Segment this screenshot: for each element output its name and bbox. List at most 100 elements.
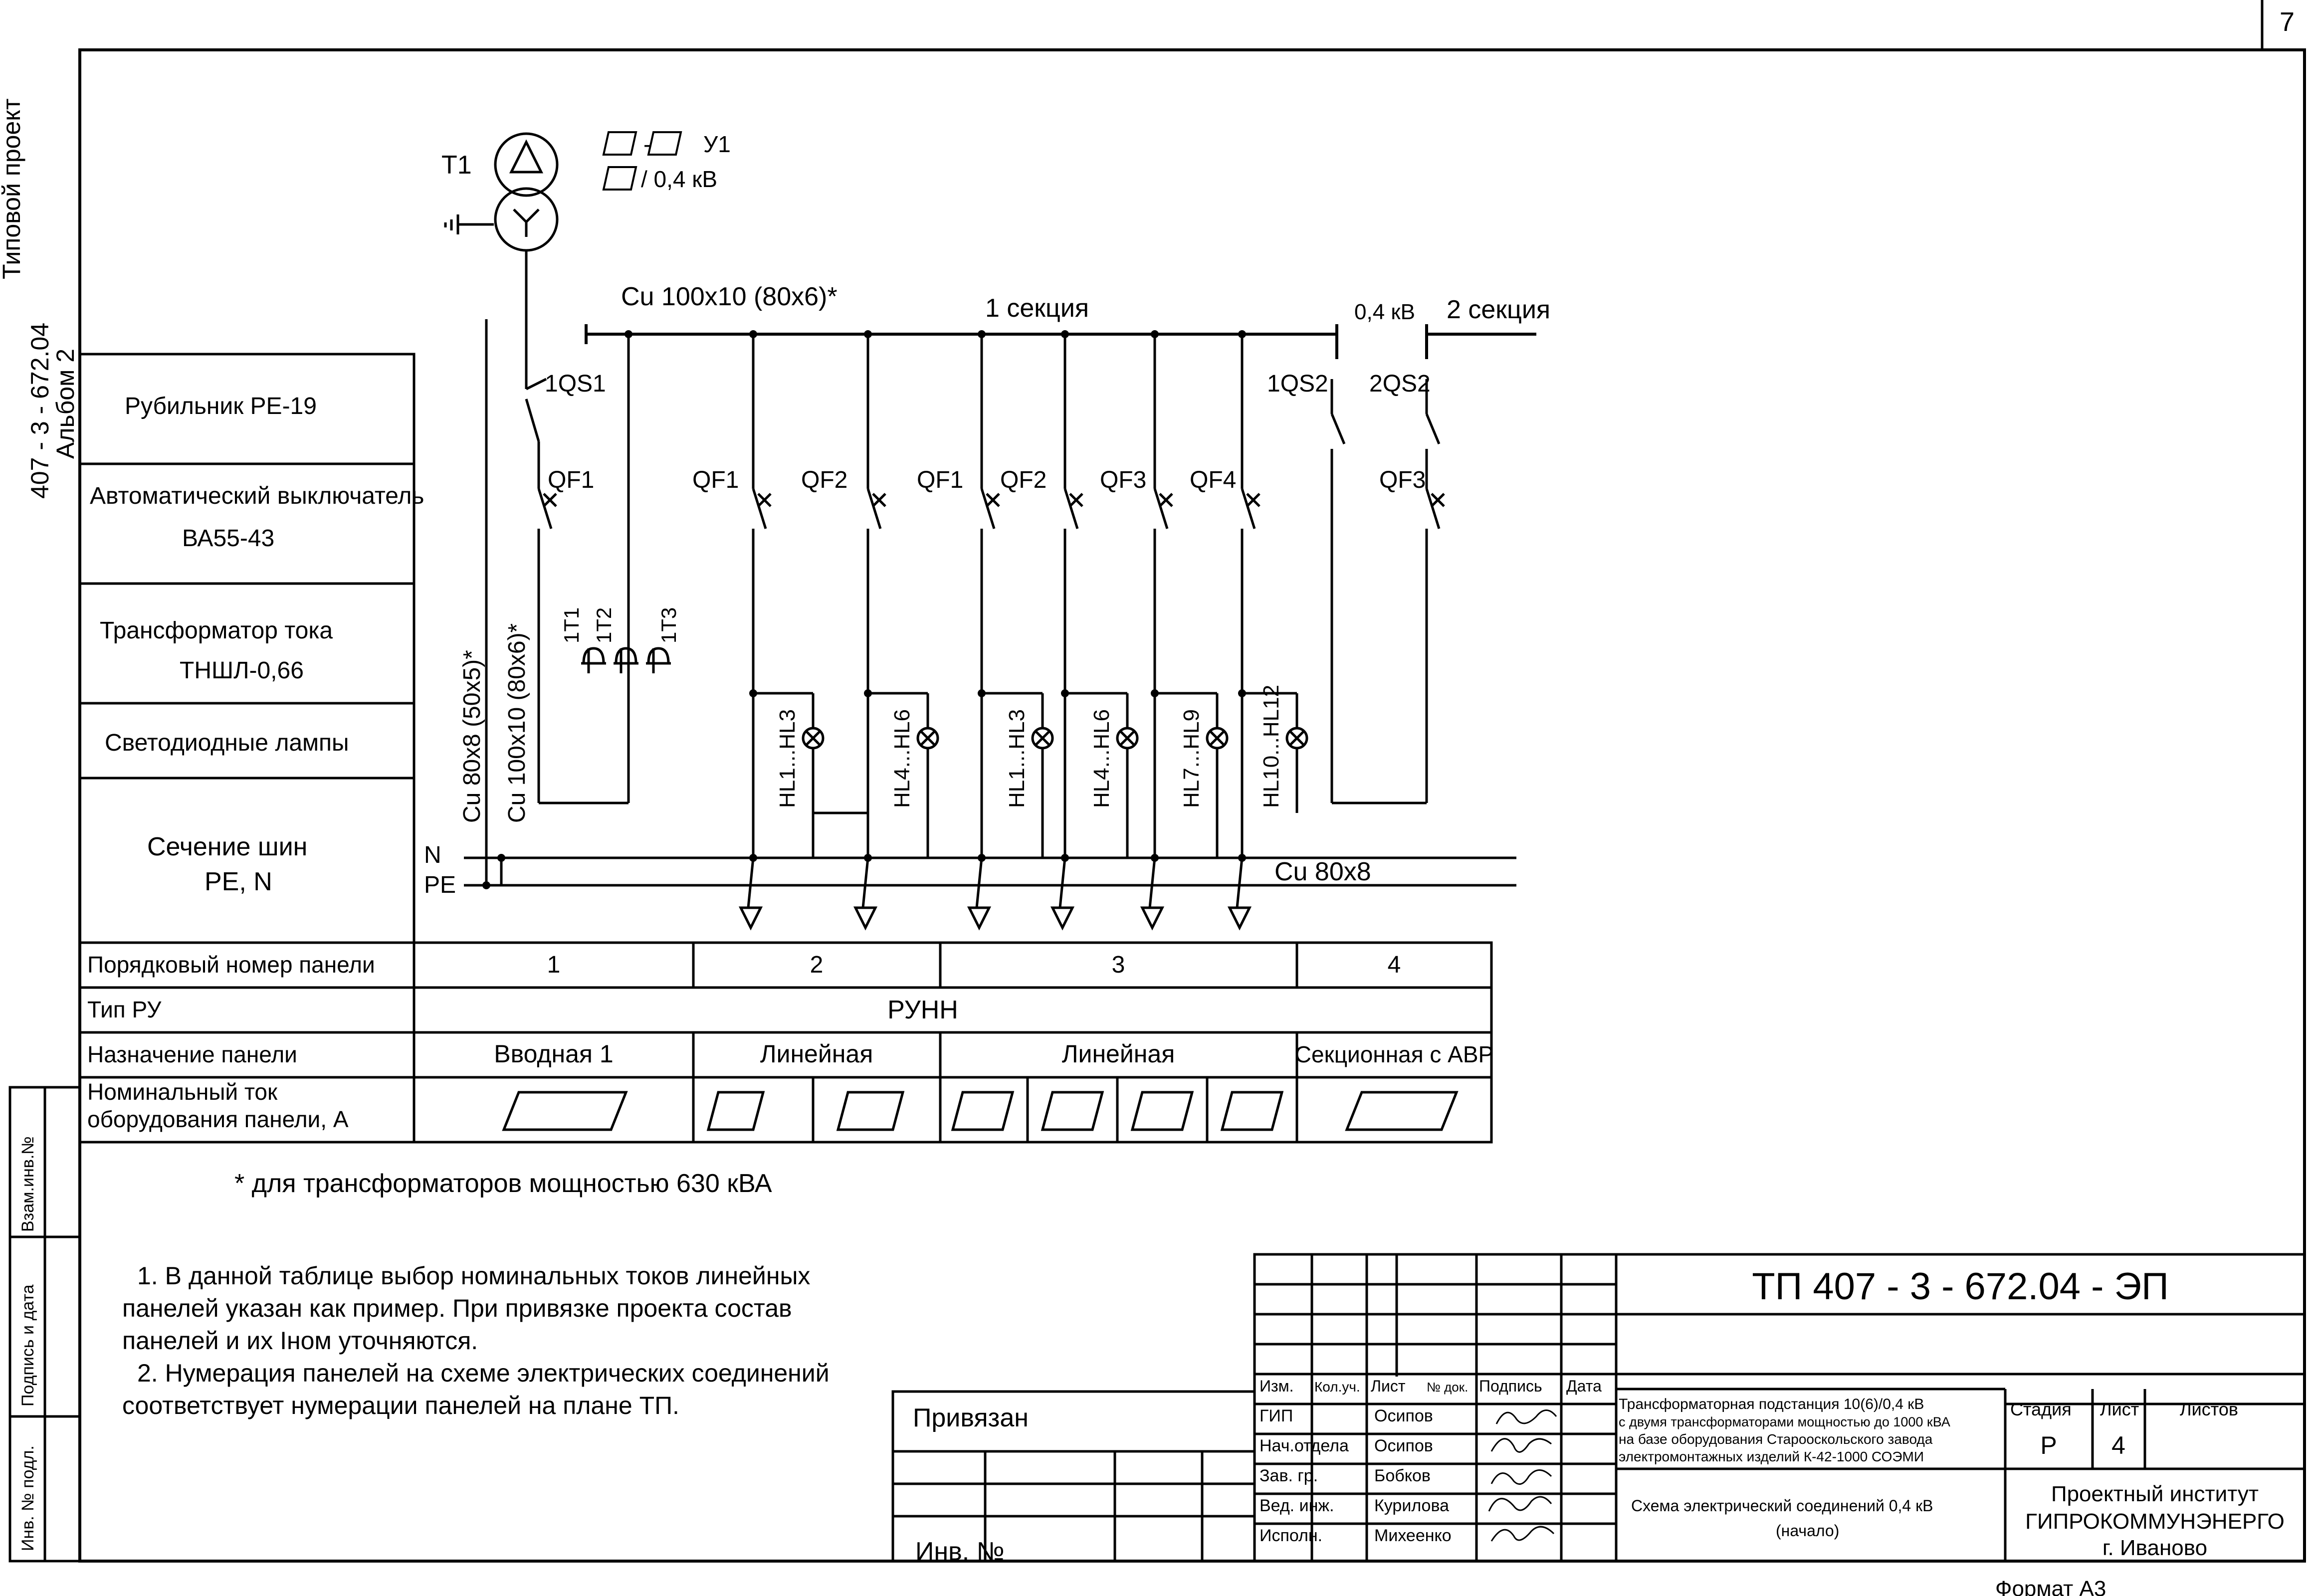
current-transformer-symbols [581, 647, 671, 673]
pe-bus-label: Cu 80x8 [1274, 857, 1371, 886]
section-2-label: 2 секция [1447, 295, 1550, 324]
privyazan-label: Привязан [913, 1403, 1029, 1432]
legend-row-1-label: Рубильник РЕ-19 [125, 393, 317, 419]
side-stamp-label-3: Инв. № подл. [18, 1445, 37, 1551]
tb-org-1: Проектный институт [2051, 1482, 2259, 1506]
legend-row-2-label: Автоматический выключатель [90, 483, 424, 509]
schematic-lines [444, 132, 1536, 931]
format-label: Формат А3 [1995, 1577, 2106, 1596]
busbar-spec-label: Cu 100x10 (80x6)* [621, 282, 838, 311]
legend-row-4-label: Светодиодные лампы [105, 730, 349, 756]
tb-role-ved: Вед. инж. [1259, 1496, 1334, 1515]
spine-line-2: 407 - 3 - 672.04 [26, 323, 54, 499]
pe-label: PE [424, 872, 456, 898]
tb-sheet-header: Лист [2100, 1399, 2139, 1419]
legend-row-5-sub: PE, N [205, 867, 272, 896]
table-row-label-ru-type: Тип РУ [87, 997, 162, 1022]
lamp-wiring [753, 692, 1298, 858]
transformer-rating-suffix: У1 [703, 131, 731, 157]
junction-dots [482, 330, 1246, 889]
panel-number-2: 2 [810, 952, 824, 978]
disconnector-1qs1-label: 1QS1 [545, 371, 606, 397]
feeder-terminations [738, 857, 1252, 931]
lamp-label-6: HL10...HL12 [1259, 685, 1283, 808]
tb-sheet-subtitle: (начало) [1776, 1522, 1839, 1540]
inv-label: Инв. № [915, 1537, 1004, 1566]
note-line-5: соответствует нумерации панелей на плане… [122, 1392, 679, 1419]
spine-line-1: Типовой проект [0, 98, 25, 279]
breaker-label-p4: QF3 [1379, 467, 1426, 493]
tb-desc-4: электромонтажных изделий К-42-1000 СОЭМИ [1619, 1449, 1924, 1464]
lamp-label-2: HL4...HL6 [890, 709, 914, 808]
disconnector-1qs2-label: 1QS2 [1267, 371, 1328, 397]
lamp-label-3: HL1...HL3 [1005, 709, 1029, 808]
tb-name-1: Осипов [1374, 1406, 1433, 1425]
table-row-label-current-2: оборудования панели, А [87, 1106, 349, 1132]
side-stamp-label-1: Взам.инв.№ [18, 1136, 37, 1232]
table-row-label-purpose: Назначение панели [87, 1041, 297, 1067]
lamp-symbols [802, 727, 1308, 750]
transformer-label: T1 [441, 151, 472, 180]
note-line-2: панелей указан как пример. При привязке … [122, 1294, 792, 1322]
ru-type-value: РУНН [887, 996, 958, 1024]
purpose-panel-2: Линейная [760, 1040, 873, 1068]
footnote: * для трансформаторов мощностью 630 кВА [234, 1169, 772, 1198]
breaker-label-p3-2: QF2 [1000, 467, 1047, 493]
note-line-1: 1. В данной таблице выбор номинальных то… [137, 1262, 810, 1290]
signatures [1488, 1409, 1557, 1542]
tb-name-4: Курилова [1374, 1496, 1449, 1515]
spine-designation: Типовой проект 407 - 3 - 672.04 Альбом 2 [0, 98, 79, 499]
lamp-label-5: HL7...HL9 [1179, 709, 1204, 808]
ct-label-1t1: 1T1 [560, 607, 583, 643]
panel-table-grid [78, 941, 1493, 1144]
legend-row-2-sub: ВА55-43 [182, 525, 274, 552]
n-label: N [424, 842, 441, 868]
breaker-symbols [537, 488, 1445, 529]
ct-label-1t3: 1T3 [657, 607, 680, 643]
tb-sheets-header: Листов [2180, 1399, 2238, 1419]
side-stamp-label-2: Подпись и дата [18, 1284, 37, 1406]
purpose-panel-1: Вводная 1 [494, 1040, 613, 1068]
panel-number-1: 1 [547, 952, 561, 978]
tb-stage-value: Р [2040, 1431, 2057, 1459]
legend-row-3-sub: ТНШЛ-0,66 [180, 657, 304, 684]
panel-number-4: 4 [1388, 952, 1401, 978]
transformer-rating-1: - [643, 131, 651, 157]
tb-desc-3: на базе оборудования Старооскольского за… [1619, 1431, 1933, 1447]
tb-header-date: Дата [1566, 1377, 1602, 1395]
spine-line-3: Альбом 2 [51, 349, 79, 459]
vertical-busbar-label-2: Cu 100x10 (80x6)* [504, 623, 530, 823]
table-row-label-current-1: Номинальный ток [87, 1079, 278, 1105]
tb-stage-header: Стадия [2010, 1399, 2072, 1419]
lamp-label-4: HL4...HL6 [1089, 709, 1114, 808]
purpose-panel-4: Секционная с АВР [1295, 1041, 1493, 1067]
rating-placeholders [602, 131, 682, 191]
disconnector-2qs2-label: 2QS2 [1369, 371, 1431, 397]
tb-org-2: ГИПРОКОММУНЭНЕРГО [2025, 1509, 2285, 1534]
tb-sheet-title: Схема электрический соединений 0,4 кВ [1631, 1497, 1933, 1515]
breaker-label-p2-2: QF2 [801, 467, 847, 493]
tb-header-kolich: Кол.уч. [1314, 1379, 1360, 1395]
delta-symbol [509, 139, 544, 174]
side-stamp [8, 1086, 81, 1563]
tb-role-ispoln: Исполн. [1259, 1526, 1322, 1545]
vertical-busbar-label-1: Cu 80x8 (50x5)* [459, 650, 485, 823]
transformer-rating-2: / 0,4 кВ [641, 166, 717, 192]
legend-row-3-label: Трансформатор тока [100, 617, 333, 644]
tb-name-3: Бобков [1374, 1466, 1431, 1485]
note-line-4: 2. Нумерация панелей на схеме электричес… [137, 1359, 830, 1387]
breaker-label-panel1: QF1 [548, 467, 594, 493]
transformer-primary-winding [494, 132, 559, 197]
title-block-grid [891, 1253, 2306, 1563]
panel-number-3: 3 [1112, 952, 1125, 978]
tb-role-nach: Нач.отдела [1259, 1436, 1349, 1455]
tb-role-gip: ГИП [1259, 1406, 1293, 1425]
tb-desc-2: с двумя трансформаторами мощностью до 10… [1619, 1414, 1950, 1429]
ct-label-1t2: 1T2 [592, 607, 616, 643]
breaker-label-p3-3: QF3 [1100, 467, 1146, 493]
tb-header-list: Лист [1371, 1377, 1406, 1395]
breaker-label-p3-4: QF4 [1190, 467, 1236, 493]
tb-role-zav: Зав. гр. [1259, 1466, 1318, 1485]
tb-header-sign: Подпись [1479, 1377, 1542, 1395]
